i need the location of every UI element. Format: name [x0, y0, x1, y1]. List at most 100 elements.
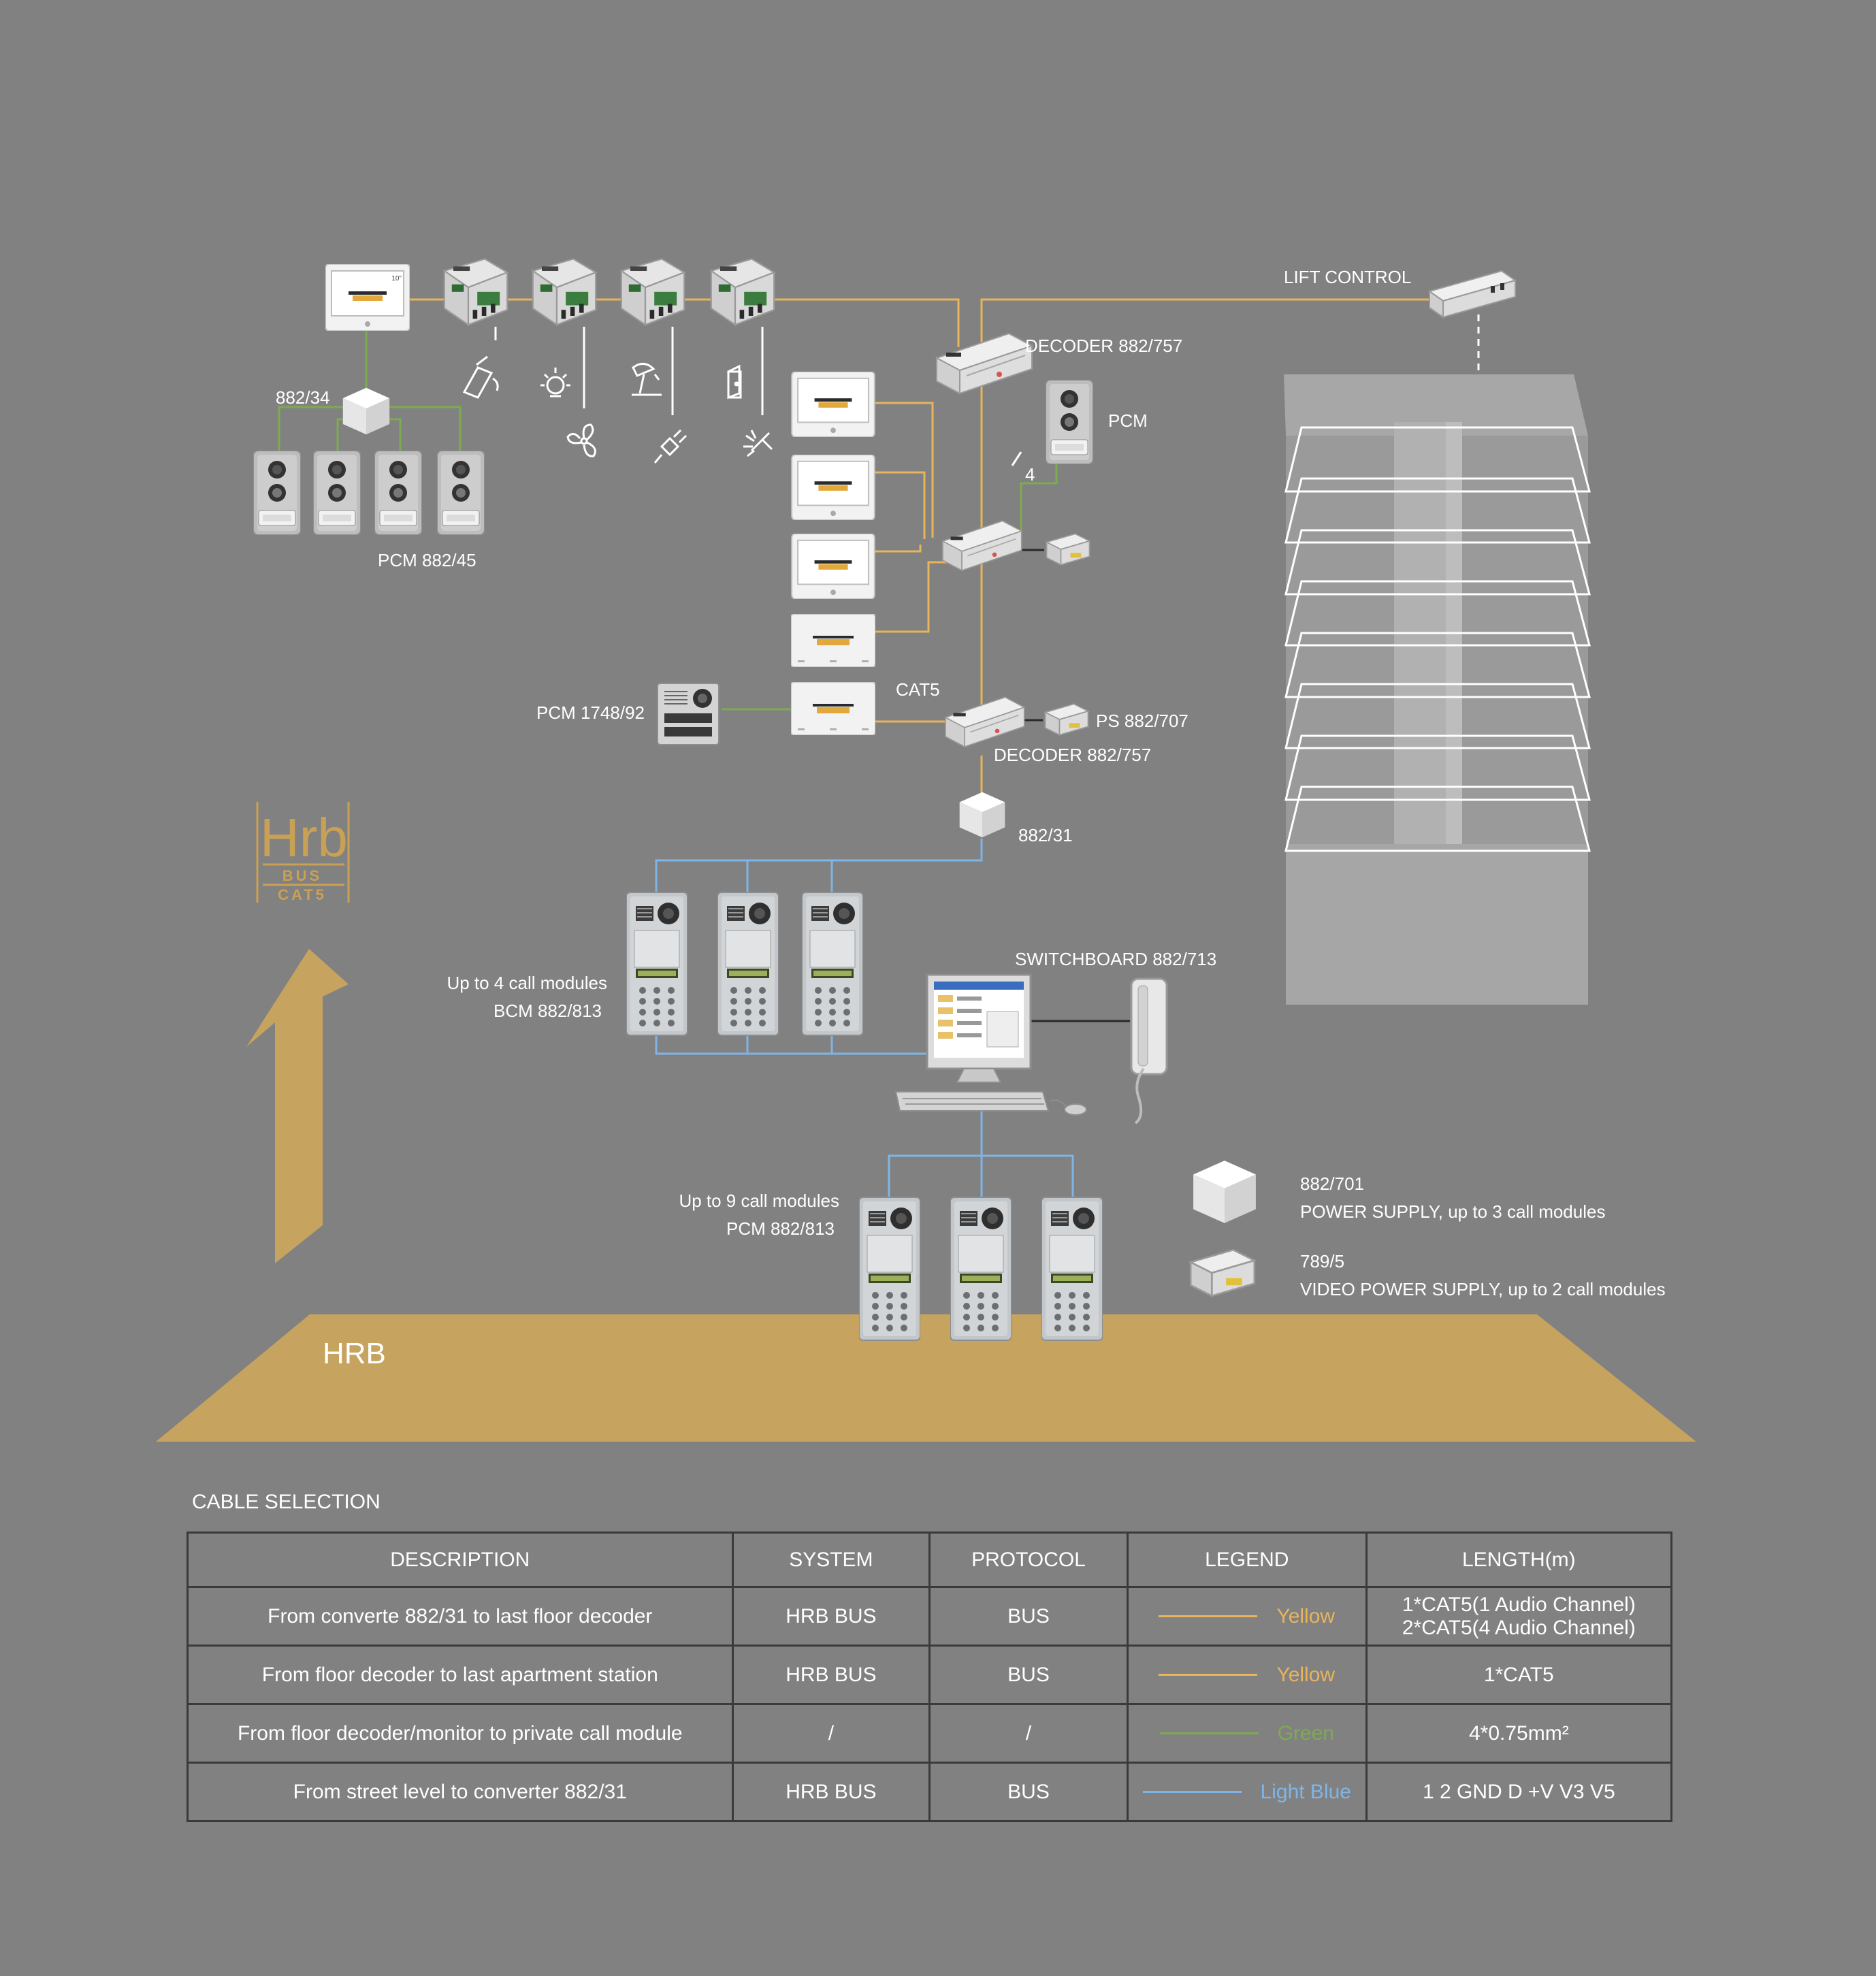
- pcm-1748-92-module: [657, 683, 719, 745]
- power-supply-882-701-icon: [1193, 1161, 1256, 1223]
- label-switchboard: SWITCHBOARD 882/713: [1015, 949, 1216, 969]
- power-supply-middle: [1046, 533, 1090, 566]
- pcm-module-2: [313, 451, 361, 535]
- legend-line-yellow: [1159, 1615, 1258, 1617]
- converter-882-31: [959, 792, 1005, 838]
- length-line-2: 2*CAT5(4 Audio Channel): [1402, 1616, 1636, 1639]
- decoder-top: [936, 333, 1033, 394]
- relay-module-3: [620, 258, 685, 326]
- bcm-panel-1: [626, 892, 688, 1036]
- cell-length: 1 2 GND D +V V3 V5: [1365, 1762, 1673, 1822]
- cell-length: 1*CAT5: [1365, 1645, 1673, 1705]
- table-row: From converte 882/31 to last floor decod…: [187, 1586, 1673, 1647]
- spotlight-icon: [743, 430, 773, 457]
- header-system: SYSTEM: [731, 1532, 931, 1588]
- table-header-row: DESCRIPTION SYSTEM PROTOCOL LEGEND LENGT…: [187, 1532, 1673, 1588]
- top-monitor: 10": [325, 264, 410, 331]
- green-cables: [278, 330, 1058, 711]
- apartment-monitor-1: [791, 372, 875, 437]
- label-up-to-4-line2: BCM 882/813: [494, 1001, 602, 1021]
- cell-system: /: [731, 1703, 931, 1764]
- cell-description: From floor decoder/monitor to private ca…: [187, 1703, 734, 1764]
- legend-label: Yellow: [1276, 1663, 1336, 1686]
- cell-legend: Green: [1126, 1703, 1368, 1764]
- cell-system: HRB BUS: [731, 1586, 931, 1647]
- up-arrow-icon: [246, 949, 349, 1263]
- cell-protocol: BUS: [928, 1645, 1129, 1705]
- building: [1284, 374, 1591, 1005]
- lift-control-module: [1427, 270, 1517, 319]
- label-up-to-4-line1: Up to 4 call modules: [447, 973, 607, 993]
- svg-text:CAT5: CAT5: [278, 886, 327, 903]
- header-protocol: PROTOCOL: [928, 1532, 1129, 1588]
- label-882-31: 882/31: [1018, 825, 1073, 845]
- cell-legend: Yellow: [1126, 1586, 1368, 1647]
- legend-label: Yellow: [1276, 1604, 1336, 1627]
- pcm-panel-3: [1041, 1197, 1103, 1341]
- video-power-supply-789-5-icon: [1189, 1248, 1256, 1297]
- legend-line-green: [1159, 1732, 1259, 1734]
- decoder-middle: [941, 520, 1022, 571]
- label-pcm-882-45: PCM 882/45: [378, 550, 476, 570]
- cell-protocol: /: [928, 1703, 1129, 1764]
- legend-line-light-blue: [1142, 1791, 1242, 1793]
- bcm-panel-2: [717, 892, 779, 1036]
- apartment-monitor-4: [791, 614, 875, 667]
- label-ps-789-code: 789/5: [1300, 1251, 1344, 1272]
- pcm-module-4: [437, 451, 485, 535]
- bell-icon: [462, 355, 499, 399]
- relay-module-2: [532, 258, 597, 326]
- door-icon: [727, 364, 742, 400]
- legend-line-yellow: [1159, 1674, 1258, 1676]
- yellow-bus-cables: [408, 298, 1429, 805]
- label-up-to-9-line2: PCM 882/813: [726, 1218, 835, 1239]
- label-lift-control: LIFT CONTROL: [1284, 267, 1411, 287]
- cell-protocol: BUS: [928, 1762, 1129, 1822]
- cell-protocol: BUS: [928, 1586, 1129, 1647]
- light-blue-cables: [655, 839, 1074, 1197]
- apartment-monitor-2: [791, 455, 875, 520]
- label-ps-701-code: 882/701: [1300, 1173, 1364, 1194]
- table-row: From floor decoder to last apartment sta…: [187, 1645, 1673, 1705]
- apartment-monitor-5: [791, 682, 875, 735]
- label-pcm: PCM: [1108, 410, 1148, 431]
- cell-legend: Light Blue: [1126, 1762, 1368, 1822]
- legend-label: Green: [1277, 1721, 1334, 1745]
- cell-system: HRB BUS: [731, 1645, 931, 1705]
- cable-selection-title: CABLE SELECTION: [192, 1491, 381, 1513]
- pcm-panel-2: [950, 1197, 1012, 1341]
- legend-label: Light Blue: [1260, 1780, 1351, 1803]
- label-882-34: 882/34: [276, 387, 330, 408]
- intercom-handset: [1130, 977, 1168, 1124]
- system-diagram: HRB Hrb BUS CAT5 10": [156, 258, 1696, 1442]
- pcm-module-right: [1046, 380, 1093, 464]
- distributor-882-34: [342, 387, 390, 435]
- hrb-floor: [156, 1314, 1696, 1442]
- relay-module-1: [443, 258, 508, 326]
- header-legend: LEGEND: [1126, 1532, 1368, 1588]
- table-row: From floor decoder/monitor to private ca…: [187, 1703, 1673, 1764]
- cell-description: From floor decoder to last apartment sta…: [187, 1645, 734, 1705]
- cell-length: 1*CAT5(1 Audio Channel) 2*CAT5(4 Audio C…: [1365, 1586, 1673, 1647]
- apartment-monitor-3: [791, 534, 875, 599]
- plug-icon: [653, 429, 688, 464]
- label-up-to-9-line1: Up to 9 call modules: [679, 1191, 839, 1211]
- hrb-floor-label: HRB: [323, 1337, 386, 1370]
- label-ps-701-desc: POWER SUPPLY, up to 3 call modules: [1300, 1201, 1605, 1222]
- switchboard-computer: [894, 973, 1087, 1116]
- label-decoder-bottom: DECODER 882/757: [994, 745, 1151, 765]
- desk-lamp-icon: [632, 363, 662, 396]
- table-row: From street level to converter 882/31 HR…: [187, 1762, 1673, 1822]
- pcm-module-3: [374, 451, 422, 535]
- label-ps-882-707: PS 882/707: [1096, 711, 1188, 731]
- svg-text:Hrb: Hrb: [260, 807, 348, 868]
- label-decoder-top: DECODER 882/757: [1025, 336, 1182, 356]
- header-length: LENGTH(m): [1365, 1532, 1673, 1588]
- hrb-bus-cat5-logo: Hrb BUS CAT5: [256, 802, 350, 903]
- label-cat5: CAT5: [896, 679, 940, 700]
- cell-system: HRB BUS: [731, 1762, 931, 1822]
- label-pcm-1748-92: PCM 1748/92: [536, 702, 645, 723]
- svg-text:BUS: BUS: [282, 867, 322, 884]
- relay-module-4: [710, 258, 775, 326]
